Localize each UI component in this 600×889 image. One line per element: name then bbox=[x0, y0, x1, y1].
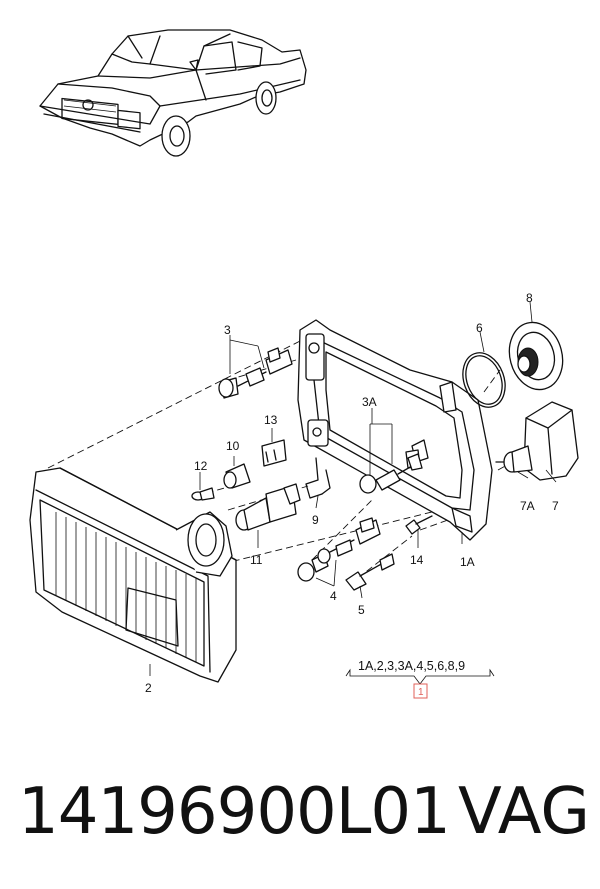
rubber-boot-8 bbox=[508, 321, 564, 391]
callout-11: 11 bbox=[250, 553, 263, 567]
adjuster-3-upper bbox=[218, 347, 293, 399]
callout-9: 9 bbox=[312, 513, 319, 527]
callout-7a: 7A bbox=[520, 499, 535, 513]
callout-8: 8 bbox=[526, 291, 533, 305]
exploded-parts-diagram: 3 3A 6 8 13 10 12 9 11 7A 7 14 1A 4 5 2 … bbox=[29, 29, 579, 699]
bulb-10 bbox=[223, 463, 251, 489]
wire-clip-9 bbox=[305, 457, 331, 499]
callout-2: 2 bbox=[145, 681, 152, 695]
callout-4: 4 bbox=[330, 589, 337, 603]
part-number: 14196900L01 bbox=[18, 775, 451, 849]
assembly-includes-label: 1A,2,3,3A,4,5,6,8,9 bbox=[358, 659, 465, 673]
callout-10: 10 bbox=[226, 439, 240, 453]
brand-label: VAG bbox=[458, 775, 590, 849]
callout-7: 7 bbox=[552, 499, 559, 513]
screw-14 bbox=[405, 515, 433, 535]
callout-3: 3 bbox=[224, 323, 231, 337]
assembly-ref-label: 1 bbox=[418, 687, 424, 698]
callout-labels: 3 3A 6 8 13 10 12 9 11 7A 7 14 1A 4 5 2 bbox=[145, 291, 559, 695]
gasket-6 bbox=[462, 352, 506, 408]
callout-3a: 3A bbox=[362, 395, 377, 409]
callout-12: 12 bbox=[194, 459, 208, 473]
callout-leaders bbox=[149, 301, 557, 676]
callout-1a: 1A bbox=[460, 555, 475, 569]
callout-13: 13 bbox=[264, 413, 278, 427]
car-illustration bbox=[39, 29, 307, 157]
headlight-lens bbox=[29, 467, 237, 683]
assembly-bracket: 1A,2,3,3A,4,5,6,8,9 1 bbox=[345, 659, 495, 699]
bulb-12 bbox=[191, 487, 215, 501]
callout-6: 6 bbox=[476, 321, 483, 335]
socket-7a bbox=[495, 445, 533, 473]
callout-5: 5 bbox=[358, 603, 365, 617]
callout-14: 14 bbox=[410, 553, 424, 567]
connector-13 bbox=[261, 439, 287, 467]
adjuster-3a bbox=[359, 423, 423, 494]
bulb-11 bbox=[235, 483, 301, 531]
housing-frame bbox=[297, 319, 493, 541]
assembly-ref-box bbox=[413, 683, 428, 699]
screw-5 bbox=[345, 553, 395, 591]
adjuster-4 bbox=[297, 517, 381, 582]
